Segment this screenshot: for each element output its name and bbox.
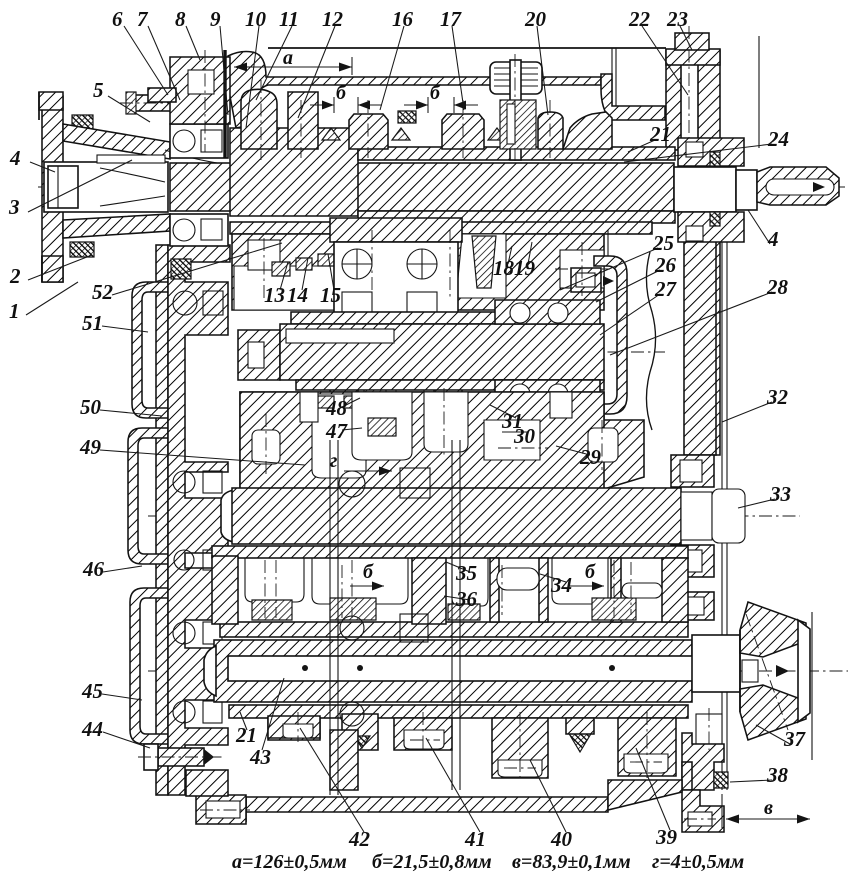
svg-text:36: 36 — [455, 587, 478, 611]
svg-text:6: 6 — [112, 7, 123, 31]
svg-text:б: б — [585, 561, 596, 583]
svg-text:28: 28 — [766, 275, 789, 299]
svg-text:г=4±0,5мм: г=4±0,5мм — [652, 851, 744, 873]
svg-text:45: 45 — [81, 679, 103, 703]
svg-text:а: а — [283, 47, 293, 69]
svg-text:39: 39 — [655, 825, 678, 849]
svg-text:50: 50 — [80, 395, 102, 419]
svg-text:30: 30 — [513, 424, 536, 448]
svg-text:48: 48 — [325, 396, 348, 420]
svg-text:20: 20 — [524, 7, 547, 31]
svg-text:31: 31 — [501, 409, 523, 433]
svg-text:14: 14 — [287, 283, 308, 307]
svg-text:33: 33 — [769, 482, 791, 506]
svg-text:27: 27 — [654, 277, 678, 301]
svg-text:26: 26 — [654, 253, 677, 277]
svg-text:7: 7 — [137, 7, 149, 31]
svg-text:9: 9 — [210, 7, 221, 31]
svg-text:23: 23 — [666, 7, 688, 31]
svg-text:15: 15 — [320, 283, 341, 307]
svg-text:41: 41 — [464, 827, 486, 851]
svg-text:25: 25 — [652, 231, 674, 255]
svg-text:44: 44 — [81, 717, 103, 741]
svg-text:4: 4 — [9, 146, 21, 170]
svg-text:37: 37 — [783, 727, 807, 751]
svg-text:34: 34 — [550, 573, 572, 597]
svg-text:21: 21 — [235, 723, 257, 747]
svg-text:29: 29 — [579, 445, 602, 469]
svg-text:35: 35 — [455, 561, 477, 585]
svg-text:38: 38 — [766, 763, 789, 787]
svg-text:г: г — [330, 450, 337, 472]
svg-text:40: 40 — [550, 827, 573, 851]
svg-text:2: 2 — [9, 264, 21, 288]
svg-text:16: 16 — [392, 7, 414, 31]
svg-text:42: 42 — [348, 827, 371, 851]
svg-text:22: 22 — [628, 7, 651, 31]
svg-text:52: 52 — [92, 280, 114, 304]
svg-text:5: 5 — [93, 78, 104, 102]
svg-text:б: б — [363, 561, 374, 583]
svg-text:19: 19 — [514, 256, 536, 280]
svg-text:49: 49 — [79, 435, 102, 459]
svg-text:8: 8 — [175, 7, 186, 31]
svg-text:10: 10 — [245, 7, 267, 31]
svg-text:3: 3 — [8, 195, 20, 219]
svg-text:в: в — [764, 797, 773, 819]
svg-text:б: б — [430, 82, 441, 104]
svg-text:18: 18 — [493, 256, 515, 280]
svg-text:47: 47 — [325, 419, 349, 443]
svg-text:1: 1 — [9, 299, 20, 323]
svg-text:12: 12 — [322, 7, 344, 31]
svg-text:32: 32 — [766, 385, 789, 409]
svg-text:13: 13 — [264, 283, 285, 307]
svg-text:б=21,5±0,8мм: б=21,5±0,8мм — [372, 851, 492, 873]
svg-text:43: 43 — [249, 745, 271, 769]
svg-text:б: б — [336, 82, 347, 104]
svg-text:51: 51 — [82, 311, 103, 335]
svg-text:а=126±0,5мм: а=126±0,5мм — [232, 851, 347, 873]
svg-text:24: 24 — [767, 127, 789, 151]
svg-text:11: 11 — [279, 7, 299, 31]
svg-text:21: 21 — [649, 122, 671, 146]
svg-text:46: 46 — [82, 557, 105, 581]
svg-text:в=83,9±0,1мм: в=83,9±0,1мм — [512, 851, 631, 873]
svg-text:4: 4 — [767, 227, 779, 251]
svg-text:17: 17 — [440, 7, 463, 31]
